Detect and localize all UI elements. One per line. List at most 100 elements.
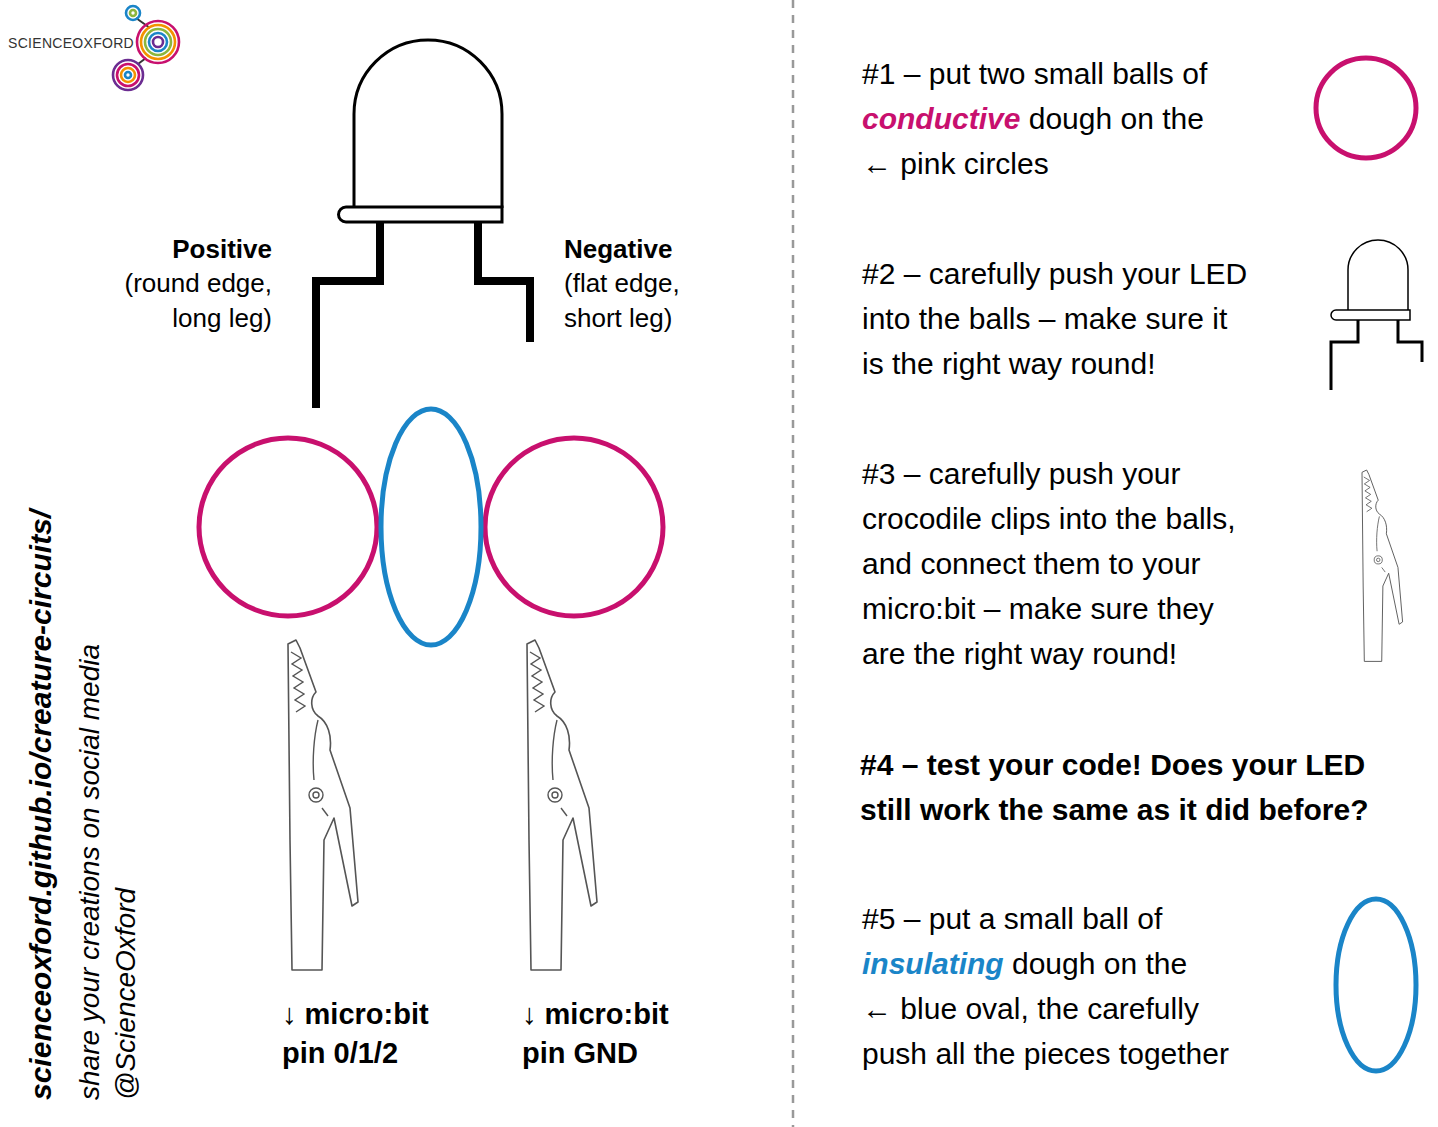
text-run: sure — [1090, 592, 1157, 625]
led-leg — [1398, 320, 1422, 362]
crocodile-clip-icon — [1362, 470, 1403, 661]
text-run: your — [1232, 748, 1305, 781]
text-run: social — [74, 720, 105, 799]
led-flange — [339, 207, 503, 222]
text-run: carefully — [929, 457, 1049, 490]
logo-ring — [153, 37, 163, 47]
text-run: right — [964, 637, 1031, 670]
text-run: pin — [282, 1037, 334, 1069]
text-run: make — [1064, 302, 1146, 335]
text-run: pin — [522, 1037, 574, 1069]
text-run: – — [904, 457, 929, 490]
logo-ring — [121, 68, 135, 82]
text-run: short — [564, 303, 629, 333]
text-run: – — [904, 902, 929, 935]
text-run: (flat — [564, 268, 615, 298]
text-run: #5 — [862, 902, 904, 935]
text-run: your — [74, 960, 105, 1022]
text-run: right — [942, 347, 1009, 380]
social-handle: @ScienceOxford — [110, 888, 142, 1100]
step-text: #3 – carefully push your crocodile clips… — [862, 451, 1236, 676]
text-run: it — [1212, 302, 1227, 335]
text-run: round! — [1070, 347, 1155, 380]
conductive-icon — [1316, 58, 1416, 158]
text-run: balls — [1112, 57, 1182, 90]
pin-label: ↓ micro:bit pin GND — [522, 995, 669, 1073]
text-run: before? — [1259, 793, 1369, 826]
text-run: put — [929, 902, 979, 935]
text-run: circles — [964, 147, 1049, 180]
text-run: balls, — [1166, 502, 1236, 535]
text-run: ← — [862, 147, 900, 180]
text-run: of — [1182, 57, 1207, 90]
text-run: the — [974, 1037, 1024, 1070]
text-run: are — [862, 637, 914, 670]
led-leg — [1331, 320, 1358, 390]
text-run: pink — [900, 147, 963, 180]
text-run: leg) — [629, 303, 672, 333]
text-run: #4 — [860, 748, 902, 781]
logo-ring — [126, 6, 140, 20]
text-run: on — [1120, 102, 1162, 135]
crocodile-clip — [527, 640, 597, 970]
logo-ring — [137, 21, 179, 63]
led-symbol — [316, 40, 530, 408]
text-run: put — [929, 57, 979, 90]
text-run: your — [1122, 257, 1189, 290]
text-run: – — [904, 57, 929, 90]
text-run: way — [1030, 637, 1092, 670]
text-run: scienceoxford.github.io/creature-circuit… — [24, 510, 57, 1100]
text-run: the — [998, 793, 1051, 826]
text-run: balls — [969, 302, 1039, 335]
text-run: round! — [1092, 637, 1177, 670]
text-run: the — [892, 347, 942, 380]
text-run: the — [1115, 502, 1165, 535]
step-text: #4 – test your code! Does your LED still… — [860, 742, 1369, 832]
text-run: on — [74, 800, 105, 839]
text-run: micro:bit — [862, 592, 984, 625]
text-run: into — [862, 302, 919, 335]
led-dome — [1348, 240, 1408, 310]
text-run: your — [1122, 457, 1180, 490]
text-run: creations — [74, 839, 105, 960]
text-run: ball — [1082, 902, 1137, 935]
logo-ring — [149, 33, 167, 51]
text-run: the — [1037, 992, 1087, 1025]
text-run: #3 — [862, 457, 904, 490]
logo-ring — [141, 25, 175, 59]
text-run: the — [1162, 102, 1204, 135]
text-run: long — [172, 303, 228, 333]
text-run: small — [1004, 902, 1082, 935]
text-run: LED — [1305, 748, 1365, 781]
text-run: – — [1039, 302, 1064, 335]
text-run: media — [74, 644, 105, 720]
leg-heading: Negative — [564, 233, 672, 265]
text-run: all — [935, 1037, 973, 1070]
led-flange — [1331, 310, 1410, 320]
text-run: push — [1049, 257, 1122, 290]
text-run: same — [1052, 793, 1137, 826]
text-run: SCIENCEOXFORD — [8, 35, 134, 51]
text-run: carefully — [1087, 992, 1199, 1025]
text-run: LED — [1189, 257, 1247, 290]
text-run: push — [1049, 457, 1122, 490]
logo-ring — [117, 64, 139, 86]
text-run: them — [1034, 547, 1109, 580]
text-run: pieces — [1024, 1037, 1119, 1070]
text-run: #2 — [862, 257, 904, 290]
text-run: the — [1145, 947, 1187, 980]
insulating-oval — [381, 409, 481, 645]
text-run: carefully — [929, 257, 1049, 290]
text-run: blue — [900, 992, 965, 1025]
text-run: of — [1137, 902, 1162, 935]
leg-note: (round edge, long leg) — [125, 266, 272, 336]
step-text: #5 – put a small ball of insulating doug… — [862, 896, 1229, 1076]
conductive-circle — [199, 438, 377, 616]
logo-wordmark: SCIENCEOXFORD — [8, 34, 134, 52]
text-run: #1 — [862, 57, 904, 90]
pin-label: ↓ micro:bit pin 0/1/2 — [282, 995, 429, 1073]
text-run: into — [1059, 502, 1116, 535]
text-run: your — [988, 748, 1061, 781]
text-run: conductive — [862, 102, 1029, 135]
